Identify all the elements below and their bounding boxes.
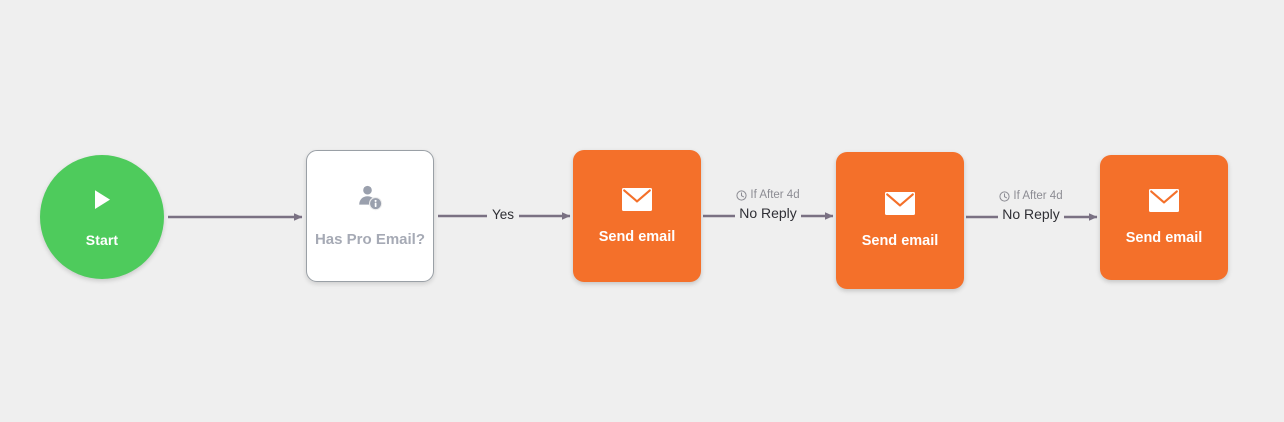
node-send-email-3[interactable]: Send email — [1100, 155, 1228, 280]
play-icon — [89, 187, 115, 218]
edge-label-no-reply-1-text: No Reply — [735, 205, 801, 220]
edge-label-no-reply-1[interactable]: If After 4d No Reply — [725, 189, 811, 220]
clock-icon — [999, 191, 1010, 202]
envelope-icon — [622, 187, 652, 216]
node-start-label: Start — [85, 231, 119, 248]
node-has-pro-email[interactable]: Has Pro Email? — [306, 150, 434, 282]
edge-label-no-reply-2-text: No Reply — [998, 206, 1064, 221]
node-send-email-2-label: Send email — [861, 233, 939, 249]
edge-label-yes[interactable]: Yes — [471, 208, 535, 222]
node-send-email-1[interactable]: Send email — [573, 150, 701, 282]
node-send-email-2[interactable]: Send email — [836, 152, 964, 289]
edge-label-yes-text: Yes — [487, 208, 519, 222]
edge-condition-2-text: If After 4d — [1013, 190, 1063, 202]
node-start[interactable]: Start — [40, 155, 164, 279]
node-has-pro-email-label: Has Pro Email? — [314, 231, 426, 248]
edge-condition-1-text: If After 4d — [750, 189, 800, 201]
clock-icon — [736, 190, 747, 201]
envelope-icon — [1149, 189, 1179, 217]
node-send-email-1-label: Send email — [598, 228, 676, 245]
envelope-icon — [885, 192, 915, 220]
node-send-email-3-label: Send email — [1125, 230, 1203, 246]
edge-label-no-reply-2[interactable]: If After 4d No Reply — [988, 190, 1074, 221]
person-info-icon — [356, 184, 384, 217]
edge-condition-2: If After 4d — [999, 190, 1063, 203]
edge-condition-1: If After 4d — [736, 189, 800, 202]
